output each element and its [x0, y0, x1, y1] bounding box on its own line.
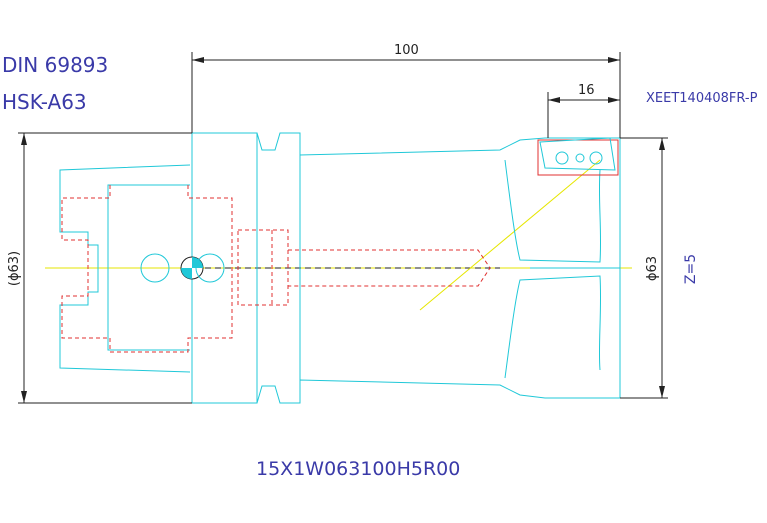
- standard-label: DIN 69893: [2, 53, 109, 77]
- teeth-count-label: Z=5: [683, 253, 700, 285]
- product-code-label: 15X1W063100H5R00: [256, 458, 461, 480]
- hsk-shank-outline: [59, 164, 191, 373]
- diameter-dimension: ϕ63: [645, 255, 661, 282]
- insert-offset-dimension: 16: [578, 83, 595, 98]
- insert-detail: [539, 137, 616, 171]
- insert-axis-line: [419, 159, 601, 311]
- center-mark: [180, 253, 225, 283]
- hidden-features: [61, 139, 619, 353]
- insert-label: XEET140408FR-P: [646, 91, 758, 106]
- reference-diameter-dimension: (ϕ63): [7, 250, 23, 287]
- dimension-lines: [18, 52, 668, 404]
- dimension-arrows: [21, 57, 665, 403]
- interface-label: HSK-A63: [2, 90, 87, 114]
- length-dimension: 100: [394, 43, 419, 58]
- tool-body-outline: [191, 132, 621, 404]
